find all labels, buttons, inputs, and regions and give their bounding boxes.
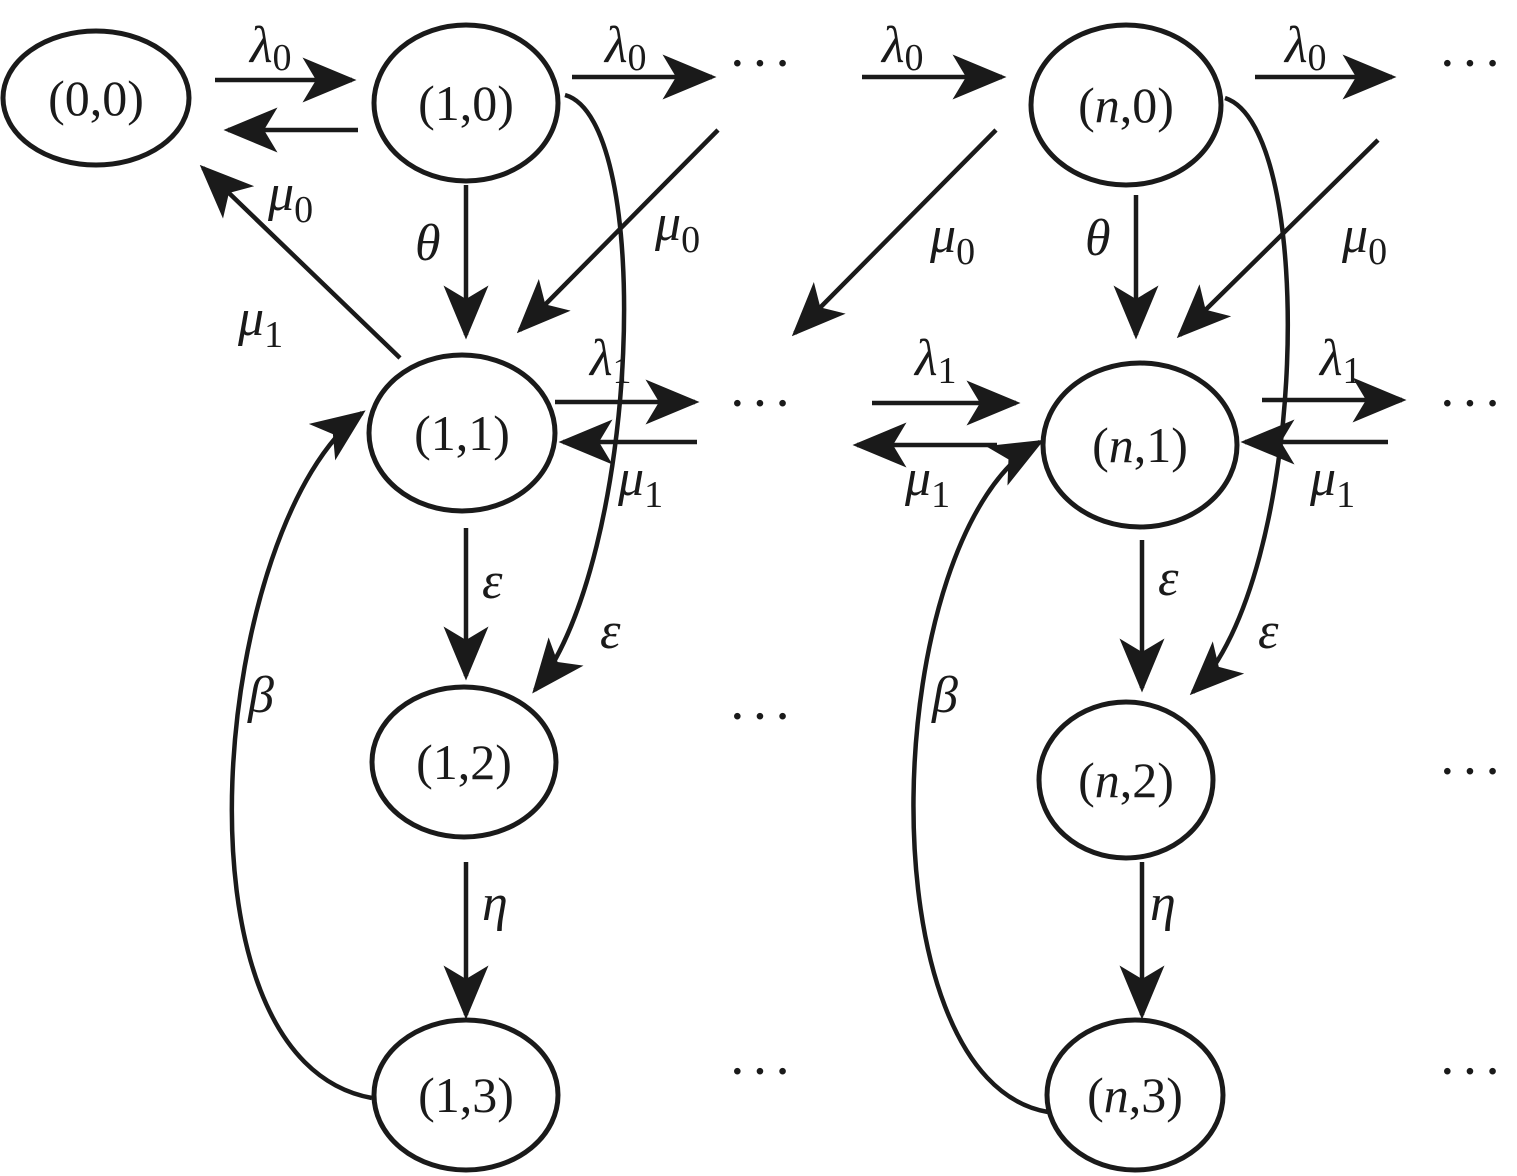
edge-n0-to-n2 bbox=[1189, 95, 1291, 696]
ellipsis: ··· bbox=[1438, 373, 1506, 435]
label-mu0: μ0 bbox=[1341, 207, 1387, 273]
edge-n3-to-n1 bbox=[911, 439, 1049, 1115]
state-node-1-1: (1,1) bbox=[366, 352, 558, 514]
label-beta: β bbox=[931, 667, 958, 724]
edge-11-to-00 bbox=[199, 164, 402, 360]
label-mu0: μ0 bbox=[654, 195, 700, 261]
edge-10-to-12 bbox=[532, 92, 627, 694]
ellipsis: ··· bbox=[1438, 33, 1506, 95]
edge-dots-to-n1 bbox=[1176, 138, 1380, 339]
ellipsis: ··· bbox=[728, 686, 796, 748]
label-eta: η bbox=[482, 875, 508, 932]
label-lambda0: λ0 bbox=[603, 17, 647, 79]
svg-text:(1,2): (1,2) bbox=[416, 734, 512, 790]
label-lambda0: λ0 bbox=[1283, 17, 1327, 79]
ellipsis: ··· bbox=[728, 33, 796, 95]
state-node-n-1: (n,1) bbox=[1040, 360, 1240, 530]
label-epsilon: ε bbox=[482, 553, 503, 610]
label-mu1: μ1 bbox=[904, 450, 950, 516]
edge-13-to-11 bbox=[229, 410, 373, 1101]
label-beta: β bbox=[247, 667, 274, 724]
label-eta: η bbox=[1150, 875, 1176, 932]
label-epsilon: ε bbox=[600, 603, 621, 660]
label-lambda1: λ1 bbox=[913, 330, 957, 392]
svg-text:(n,2): (n,2) bbox=[1078, 752, 1174, 808]
label-theta: θ bbox=[415, 215, 441, 272]
edges bbox=[199, 54, 1407, 1115]
label-mu0: μ0 bbox=[929, 207, 975, 273]
state-node-1-3: (1,3) bbox=[371, 1017, 561, 1173]
svg-text:(n,3): (n,3) bbox=[1087, 1067, 1183, 1123]
label-lambda1: λ1 bbox=[588, 330, 632, 392]
nodes: (0,0) (1,0) (1,1) (1,2) (1,3) (n,0) (n,1… bbox=[0, 22, 1240, 1173]
ellipsis: ··· bbox=[728, 1041, 796, 1103]
label-lambda0: λ0 bbox=[248, 17, 292, 79]
edge-n0-to-dots-row1 bbox=[791, 128, 998, 337]
svg-text:(1,0): (1,0) bbox=[418, 75, 514, 131]
state-node-1-0: (1,0) bbox=[371, 22, 561, 184]
state-node-1-2: (1,2) bbox=[369, 684, 559, 840]
ellipsis: ··· bbox=[1438, 1041, 1506, 1103]
label-mu1: μ1 bbox=[1309, 450, 1355, 516]
svg-text:(n,0): (n,0) bbox=[1078, 77, 1174, 133]
state-node-n-2: (n,2) bbox=[1036, 699, 1216, 861]
svg-text:(n,1): (n,1) bbox=[1092, 417, 1188, 473]
ellipsis: ··· bbox=[728, 373, 796, 435]
state-node-n-3: (n,3) bbox=[1044, 1017, 1226, 1173]
state-node-n-0: (n,0) bbox=[1028, 22, 1224, 188]
svg-text:(0,0): (0,0) bbox=[48, 70, 144, 126]
label-mu1: μ1 bbox=[617, 450, 663, 516]
label-mu1: μ1 bbox=[237, 290, 283, 356]
label-epsilon: ε bbox=[1258, 603, 1279, 660]
state-node-0-0: (0,0) bbox=[0, 28, 192, 168]
label-epsilon: ε bbox=[1158, 550, 1179, 607]
svg-text:(1,3): (1,3) bbox=[418, 1067, 514, 1123]
continuation-dots: ··· ··· ··· ··· ··· ··· ··· ··· bbox=[728, 33, 1506, 1103]
label-theta: θ bbox=[1085, 210, 1111, 267]
edge-labels: λ0 λ0 λ0 λ0 μ0 μ0 μ0 μ0 μ1 μ1 μ1 μ1 θ θ … bbox=[237, 17, 1387, 932]
ellipsis: ··· bbox=[1438, 741, 1506, 803]
label-lambda0: λ0 bbox=[880, 17, 924, 79]
svg-text:(1,1): (1,1) bbox=[414, 405, 510, 461]
label-lambda1: λ1 bbox=[1318, 330, 1362, 392]
label-mu0: μ0 bbox=[267, 165, 313, 231]
